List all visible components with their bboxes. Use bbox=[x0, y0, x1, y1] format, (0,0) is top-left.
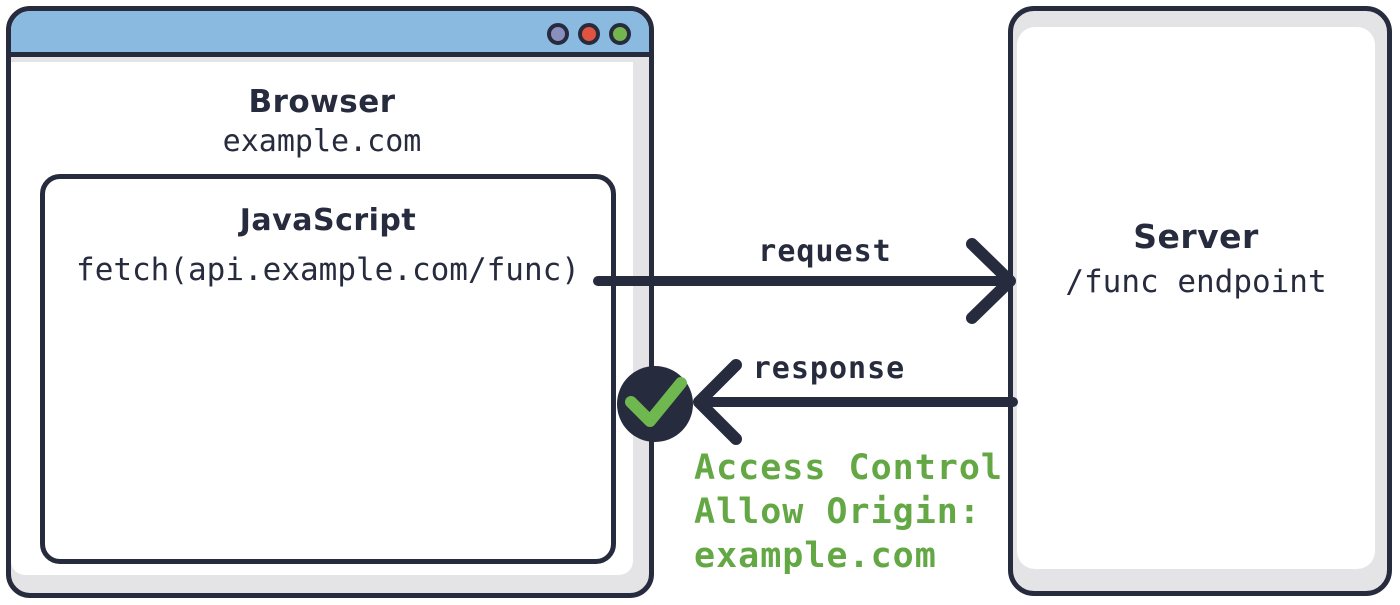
browser-origin: example.com bbox=[222, 124, 422, 159]
window-dot-purple-icon bbox=[547, 23, 569, 45]
javascript-box: JavaScript fetch(api.example.com/func) bbox=[40, 174, 616, 564]
server-inner-panel: Server /func endpoint bbox=[1017, 27, 1375, 569]
javascript-title: JavaScript bbox=[239, 203, 417, 238]
browser-title: Browser bbox=[248, 84, 396, 120]
server-endpoint: /func endpoint bbox=[1065, 264, 1327, 300]
response-label: response bbox=[752, 351, 906, 386]
cors-header-line: example.com bbox=[694, 536, 937, 576]
window-dot-green-icon bbox=[609, 23, 631, 45]
cors-header-line: Allow Origin: bbox=[694, 492, 981, 532]
window-dot-red-icon bbox=[578, 23, 600, 45]
request-label: request bbox=[758, 234, 892, 269]
server-title: Server bbox=[1133, 217, 1259, 256]
cors-header-text: Access Control Allow Origin: example.com bbox=[694, 446, 1003, 578]
window-controls bbox=[547, 11, 631, 57]
browser-titlebar bbox=[11, 11, 649, 57]
cors-header-line: Access Control bbox=[694, 448, 1004, 488]
fetch-code: fetch(api.example.com/func) bbox=[76, 252, 580, 288]
server-box: Server /func endpoint bbox=[1008, 6, 1392, 596]
